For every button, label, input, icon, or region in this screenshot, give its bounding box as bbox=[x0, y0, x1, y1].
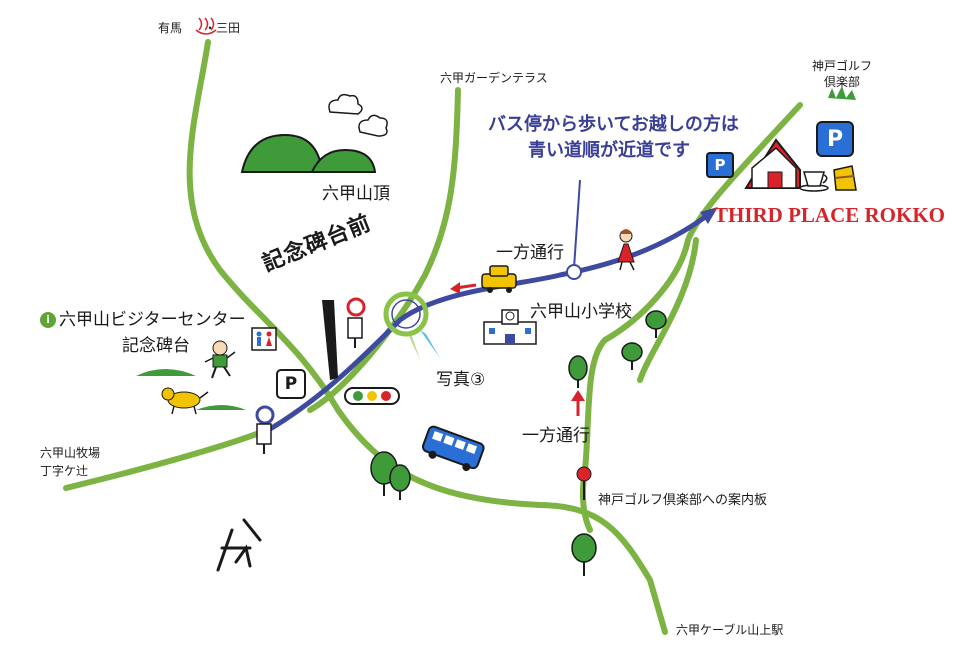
label-arima-text: 有馬 bbox=[158, 21, 183, 35]
label-sanda-text: ・三田 bbox=[204, 21, 241, 35]
label-bokujo-line2: 丁字ケ辻 bbox=[40, 464, 89, 478]
label-kinenhi: 記念碑台 bbox=[122, 336, 190, 356]
parking-letter: P bbox=[714, 156, 726, 174]
parking-letter: P bbox=[826, 126, 844, 152]
route-note: バス停から歩いてお越しの方は 青い道順が近道です bbox=[488, 112, 739, 164]
label-bokujo-line1: 六甲山牧場 bbox=[40, 446, 101, 460]
label-garden-terrace: 六甲ガーデンテラス bbox=[440, 71, 548, 85]
parking-icon: P bbox=[816, 121, 854, 157]
tree-icon bbox=[621, 342, 643, 370]
road-garden-terrace bbox=[307, 87, 461, 413]
summit-hills-icon bbox=[240, 133, 377, 173]
girl-icon bbox=[617, 229, 635, 271]
info-icon: i bbox=[40, 312, 56, 328]
tree-icon bbox=[571, 533, 597, 576]
cafe-house-icon bbox=[744, 138, 801, 189]
label-kobe-golf-club-line2: 倶楽部 bbox=[824, 75, 861, 89]
memorial-obelisk-icon bbox=[322, 300, 338, 380]
destination-name: THIRD PLACE ROKKO bbox=[714, 203, 946, 227]
label-arima: 有馬 ・三田 bbox=[158, 22, 240, 34]
label-cable-station: 六甲ケーブル山上駅 bbox=[676, 623, 784, 637]
parking-icon: P bbox=[706, 152, 734, 178]
road-bokujo bbox=[63, 429, 265, 491]
north-arrow-icon bbox=[216, 518, 262, 572]
label-elementary-school: 六甲山小学校 bbox=[530, 302, 632, 322]
note-pointer bbox=[573, 179, 581, 269]
bus-stop-icon bbox=[346, 297, 366, 348]
note-pointer-dot bbox=[566, 264, 582, 280]
route-note-line1: バス停から歩いてお越しの方は bbox=[488, 114, 739, 135]
route-note-line2: 青い道順が近道です bbox=[528, 140, 690, 161]
school-icon bbox=[483, 309, 537, 345]
tree-icon bbox=[568, 355, 588, 388]
label-kobe-golf-club-line1: 神戸ゴルフ bbox=[812, 59, 873, 73]
label-kobe-golf-club: 神戸ゴルフ 倶楽部 bbox=[812, 58, 872, 90]
cake-icon bbox=[833, 165, 857, 191]
toilet-icon bbox=[251, 327, 277, 351]
hot-spring-icon bbox=[195, 17, 217, 35]
signpost-icon bbox=[576, 466, 592, 500]
label-summit: 六甲山頂 bbox=[322, 184, 390, 204]
parking-letter: P bbox=[284, 374, 298, 394]
parking-icon: P bbox=[276, 369, 306, 399]
red-arrow-icon bbox=[450, 282, 477, 294]
dog-icon bbox=[161, 387, 209, 415]
traffic-light-icon bbox=[344, 387, 400, 405]
car-icon bbox=[481, 265, 517, 293]
grass-icon bbox=[136, 86, 856, 410]
tree-icon bbox=[645, 310, 667, 338]
label-bokujo: 六甲山牧場 丁字ケ辻 bbox=[40, 444, 100, 480]
child-icon bbox=[204, 340, 236, 379]
road-golf-branch bbox=[637, 237, 699, 383]
red-arrow-icon bbox=[571, 390, 585, 416]
label-visitor-center-text: 六甲山ビジターセンター bbox=[59, 310, 246, 330]
magnifier-icon bbox=[383, 291, 440, 360]
tree-icon bbox=[370, 451, 411, 500]
bus-icon bbox=[421, 425, 485, 472]
label-oneway-right: 一方通行 bbox=[522, 426, 590, 446]
label-photo3: 写真③ bbox=[436, 370, 486, 390]
coffee-cup-icon bbox=[799, 171, 829, 192]
label-golf-sign: 神戸ゴルフ倶楽部への案内板 bbox=[598, 493, 768, 508]
label-oneway-top: 一方通行 bbox=[496, 243, 564, 263]
bus-stop-icon bbox=[255, 405, 275, 454]
blue-route-arrowhead bbox=[700, 207, 718, 224]
cloud-icon bbox=[328, 93, 388, 137]
